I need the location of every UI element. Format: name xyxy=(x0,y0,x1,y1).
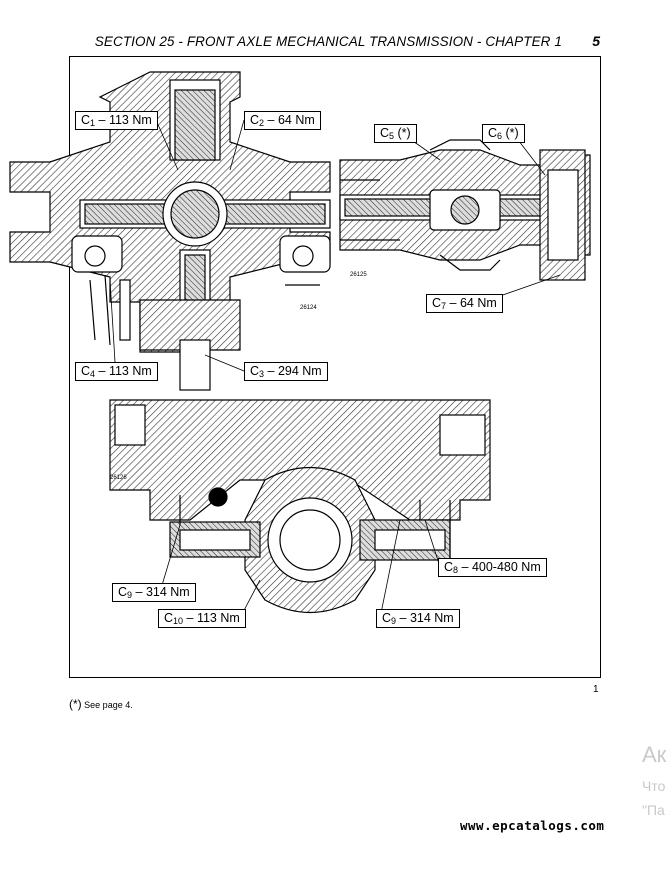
footnote-mark: (*) xyxy=(69,697,82,711)
watermark-line-1: Ак xyxy=(642,742,667,767)
footnote-text: See page 4. xyxy=(81,700,133,710)
watermark-line-3: "Па xyxy=(642,802,665,818)
callout-c2: C2 – 64 Nm xyxy=(244,111,321,130)
section-title: SECTION 25 - FRONT AXLE MECHANICAL TRANS… xyxy=(94,34,562,49)
callout-c9-right: C9 – 314 Nm xyxy=(376,609,460,628)
figure-code: 26126 xyxy=(110,475,127,481)
callout-c3: C3 – 294 Nm xyxy=(244,362,328,381)
callout-c8: C8 – 400-480 Nm xyxy=(438,558,547,577)
callout-c10: C10 – 113 Nm xyxy=(158,609,246,628)
watermark-line-2: Что xyxy=(642,778,666,794)
callout-c1: C1 – 113 Nm xyxy=(75,111,158,130)
website-footer: www.epcatalogs.com xyxy=(460,818,605,833)
callout-c5: C5 (*) xyxy=(374,124,417,143)
page-header: SECTION 25 - FRONT AXLE MECHANICAL TRANS… xyxy=(0,32,600,52)
figure-number: 1 xyxy=(593,684,599,695)
page-number: 5 xyxy=(592,33,600,49)
callout-c4: C4 – 113 Nm xyxy=(75,362,158,381)
callout-c6: C6 (*) xyxy=(482,124,525,143)
footnote: (*) See page 4. xyxy=(69,697,133,711)
figure-frame xyxy=(69,56,601,678)
swivel-housing-drawing xyxy=(109,399,491,614)
figure-code: 26125 xyxy=(350,272,367,278)
hub-section-drawing xyxy=(339,139,591,281)
callout-c7: C7 – 64 Nm xyxy=(426,294,503,313)
differential-section-drawing xyxy=(9,71,331,391)
figure-code: 26124 xyxy=(300,305,317,311)
callout-c9-left: C9 – 314 Nm xyxy=(112,583,196,602)
